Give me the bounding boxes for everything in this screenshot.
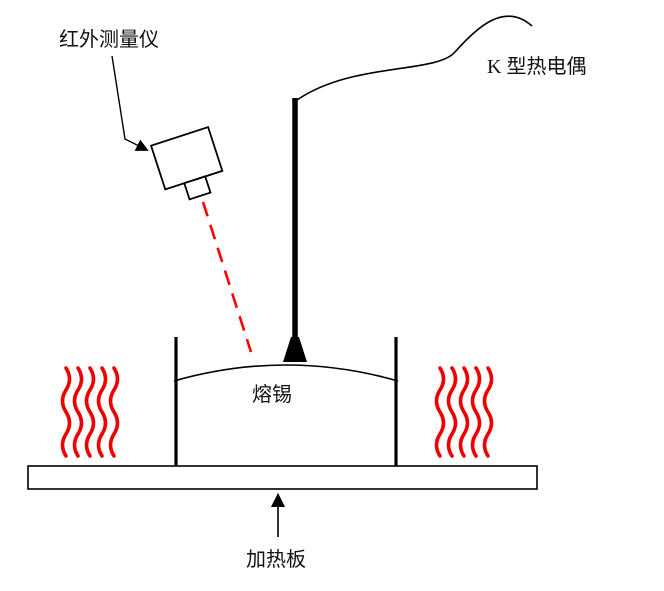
solder-surface bbox=[173, 364, 399, 382]
heat-wave-line bbox=[60, 366, 72, 458]
heating-plate bbox=[27, 465, 538, 490]
heat-wave-line bbox=[96, 366, 108, 458]
heat-waves-right bbox=[434, 366, 494, 458]
heat-wave-line bbox=[446, 366, 458, 458]
infrared-label-leader-arrow bbox=[111, 55, 149, 151]
heat-wave-line bbox=[470, 366, 482, 458]
infrared-device-lens bbox=[183, 175, 212, 201]
heat-wave-line bbox=[108, 366, 120, 458]
heat-wave-line bbox=[458, 366, 470, 458]
label-heating-plate: 加热板 bbox=[246, 548, 306, 571]
infrared-beam bbox=[201, 201, 253, 353]
heat-wave-line bbox=[84, 366, 96, 458]
label-molten-solder: 熔锡 bbox=[252, 383, 292, 406]
label-infrared-meter: 红外测量仪 bbox=[59, 28, 159, 51]
heat-wave-line bbox=[434, 366, 446, 458]
heat-waves-left bbox=[60, 366, 120, 458]
heat-wave-line bbox=[482, 366, 494, 458]
thermocouple-tip bbox=[283, 337, 307, 362]
heat-wave-line bbox=[72, 366, 84, 458]
infrared-device bbox=[149, 125, 224, 201]
label-k-thermocouple: K 型热电偶 bbox=[487, 55, 586, 78]
thermocouple-wire bbox=[296, 15, 533, 101]
infrared-device-body bbox=[149, 125, 224, 191]
